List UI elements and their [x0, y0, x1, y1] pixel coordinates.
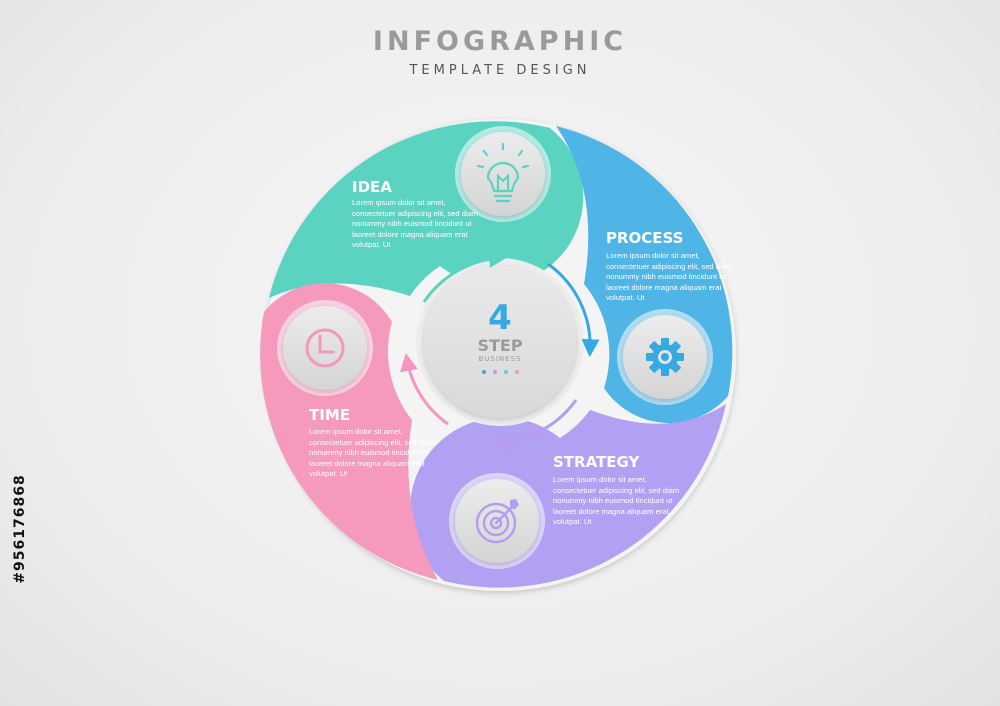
step-text-process: Lorem ipsum dolor sit amet, consectetuer… [606, 251, 733, 303]
arrow-idea-to-process [422, 249, 508, 303]
step-text-strategy: Lorem ipsum dolor sit amet, consectetuer… [553, 475, 680, 527]
step-label-process: PROCESS [606, 229, 684, 247]
center-dots [482, 370, 519, 374]
idea-icon-circle [455, 126, 551, 222]
arrow-strategy-to-time [492, 399, 578, 451]
center-dot [493, 370, 497, 374]
center-step-count: 4 [488, 298, 512, 338]
center-business-label: BUSINESS [478, 355, 522, 363]
time-icon-circle [277, 300, 373, 396]
gear-icon [646, 338, 684, 376]
center-dot [482, 370, 486, 374]
step-label-time: TIME [309, 406, 350, 424]
center-step-label: STEP [477, 336, 523, 355]
infographic-title: INFOGRAPHIC [372, 26, 628, 57]
center-dot [515, 370, 519, 374]
infographic-subtitle: TEMPLATE DESIGN [409, 63, 591, 78]
step-label-strategy: STRATEGY [553, 453, 640, 471]
clock-icon [305, 328, 345, 368]
step-text-time: Lorem ipsum dolor sit amet, consectetuer… [309, 427, 436, 479]
arrow-process-to-strategy [547, 262, 600, 358]
step-label-idea: IDEA [352, 178, 392, 196]
lightbulb-icon [476, 142, 530, 203]
stock-id: #956176868 [12, 474, 28, 584]
target-icon [475, 499, 519, 544]
center-dot [504, 370, 508, 374]
arrow-time-to-idea [400, 352, 449, 426]
step-text-idea: Lorem ipsum dolor sit amet, consectetuer… [352, 198, 479, 250]
